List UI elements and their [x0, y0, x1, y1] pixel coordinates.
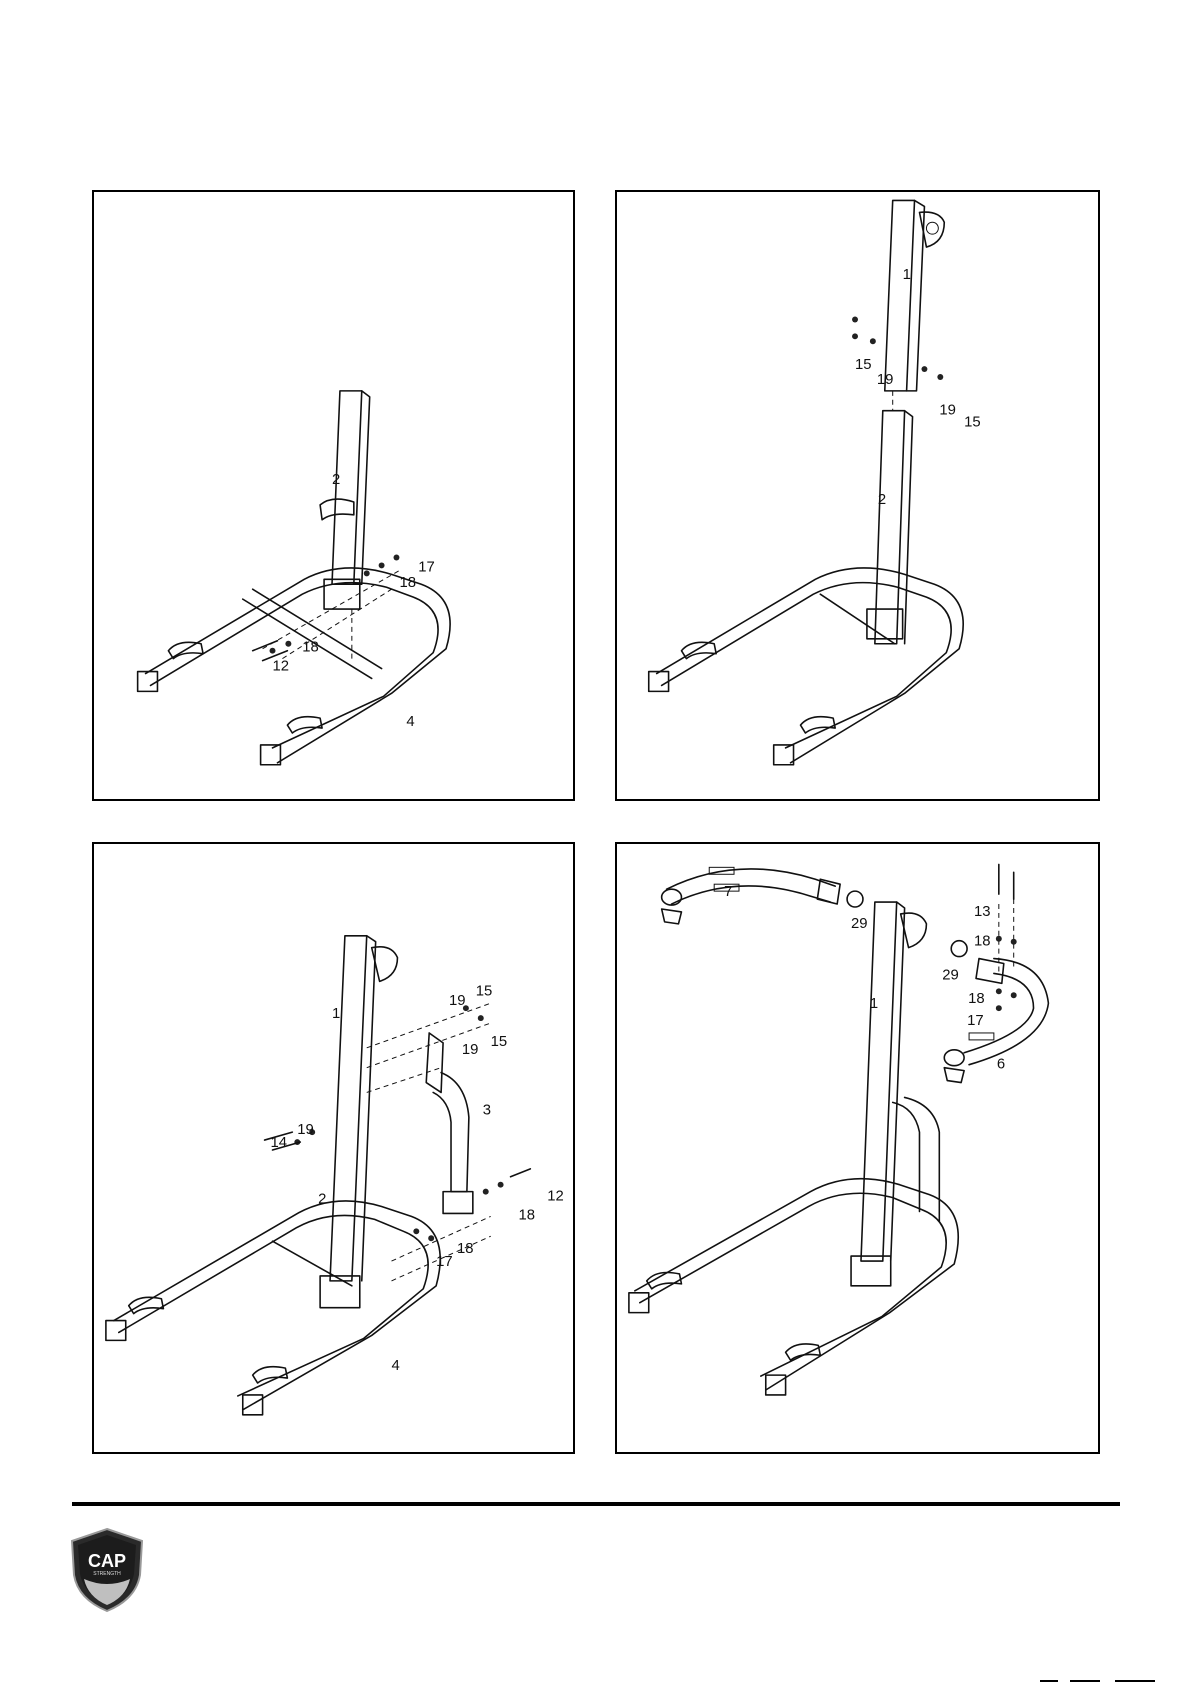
step-1-diagram: 2 17 18 18 12 4	[94, 192, 573, 799]
label-part-1: 1	[870, 996, 878, 1012]
label-part-17: 17	[418, 559, 435, 575]
washer-29	[951, 941, 967, 957]
end-cap	[138, 672, 158, 692]
step-4-diagram: 7 29 13 18 29 1 18 17 6	[617, 844, 1098, 1452]
base-frame-outline	[657, 568, 964, 763]
grip-cap	[944, 1068, 964, 1083]
label-part-15: 15	[476, 983, 493, 999]
assembly-step-3-panel: 1 15 19 19 15 3 19 14 2 12 18 18 17 4	[92, 842, 575, 1454]
label-part-18: 18	[302, 640, 319, 656]
label-part-3: 3	[483, 1102, 491, 1118]
label-part-15: 15	[491, 1034, 508, 1050]
label-part-6: 6	[997, 1057, 1005, 1073]
label-part-17: 17	[967, 1013, 984, 1029]
foot-peg	[800, 717, 835, 733]
end-cap	[774, 745, 794, 765]
label-part-18: 18	[457, 1241, 474, 1257]
label-part-13: 13	[974, 904, 991, 920]
upright-1	[861, 902, 897, 1261]
foot-peg	[786, 1344, 821, 1360]
label-part-1: 1	[903, 267, 911, 283]
part-3-plate	[426, 1033, 443, 1093]
label-part-4: 4	[406, 714, 414, 730]
label-part-12: 12	[547, 1189, 564, 1205]
label-part-18: 18	[518, 1207, 535, 1223]
washer-29	[847, 891, 863, 907]
end-cap	[649, 672, 669, 692]
step-2-diagram: 1 15 19 19 15 2	[617, 192, 1098, 799]
label-part-14: 14	[271, 1135, 288, 1151]
footer-rule	[72, 1502, 1120, 1506]
label-part-19: 19	[939, 403, 956, 419]
end-cap	[629, 1293, 649, 1313]
label-part-18: 18	[399, 575, 416, 591]
upright-1	[885, 200, 915, 390]
label-part-29: 29	[942, 967, 959, 983]
end-cap	[766, 1375, 786, 1395]
step-3-diagram: 1 15 19 19 15 3 19 14 2 12 18 18 17 4	[94, 844, 573, 1452]
label-part-4: 4	[392, 1358, 400, 1374]
label-part-1: 1	[332, 1006, 340, 1022]
label-part-19: 19	[462, 1042, 479, 1058]
assembly-step-1-panel: 2 17 18 18 12 4	[92, 190, 575, 801]
label-part-2: 2	[318, 1192, 326, 1208]
label-part-12: 12	[273, 659, 290, 675]
label-part-19: 19	[449, 993, 466, 1009]
assembly-step-4-panel: 7 29 13 18 29 1 18 17 6	[615, 842, 1100, 1454]
label-part-18: 18	[968, 991, 985, 1007]
label-part-15: 15	[855, 357, 872, 373]
label-part-29: 29	[851, 916, 868, 932]
logo-text: CAP	[88, 1551, 126, 1571]
foot-peg	[129, 1297, 164, 1313]
label-part-19: 19	[297, 1122, 314, 1138]
label-part-2: 2	[332, 472, 340, 488]
grip-cap	[662, 909, 682, 924]
label-part-18: 18	[974, 934, 991, 950]
assembly-step-2-panel: 1 15 19 19 15 2	[615, 190, 1100, 801]
label-part-19: 19	[877, 372, 894, 388]
label-part-2: 2	[878, 492, 886, 508]
label-part-17: 17	[436, 1254, 453, 1270]
label-part-15: 15	[964, 415, 981, 431]
bracket	[320, 499, 354, 520]
end-cap	[261, 745, 281, 765]
shield-icon: CAP STRENGTH	[70, 1527, 144, 1613]
logo-subtext: STRENGTH	[93, 1571, 121, 1577]
label-part-7: 7	[724, 884, 732, 900]
brand-logo: CAP STRENGTH	[70, 1527, 144, 1613]
page-edge-marks	[1040, 1677, 1190, 1685]
upright-1	[330, 936, 367, 1281]
foot-peg	[287, 717, 322, 733]
